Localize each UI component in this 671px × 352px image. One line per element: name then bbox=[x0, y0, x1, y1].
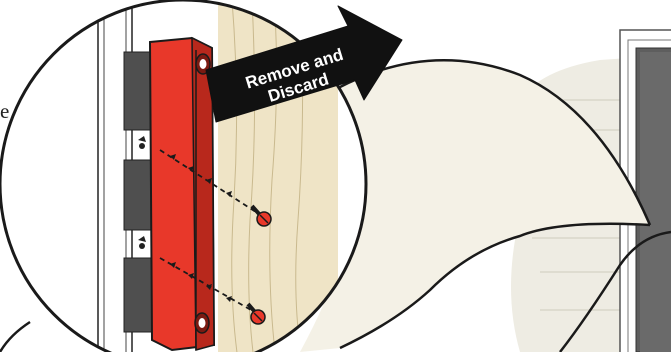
installation-illustration: e bbox=[0, 0, 671, 352]
illustration-canvas: Remove and Discard bbox=[0, 0, 671, 352]
